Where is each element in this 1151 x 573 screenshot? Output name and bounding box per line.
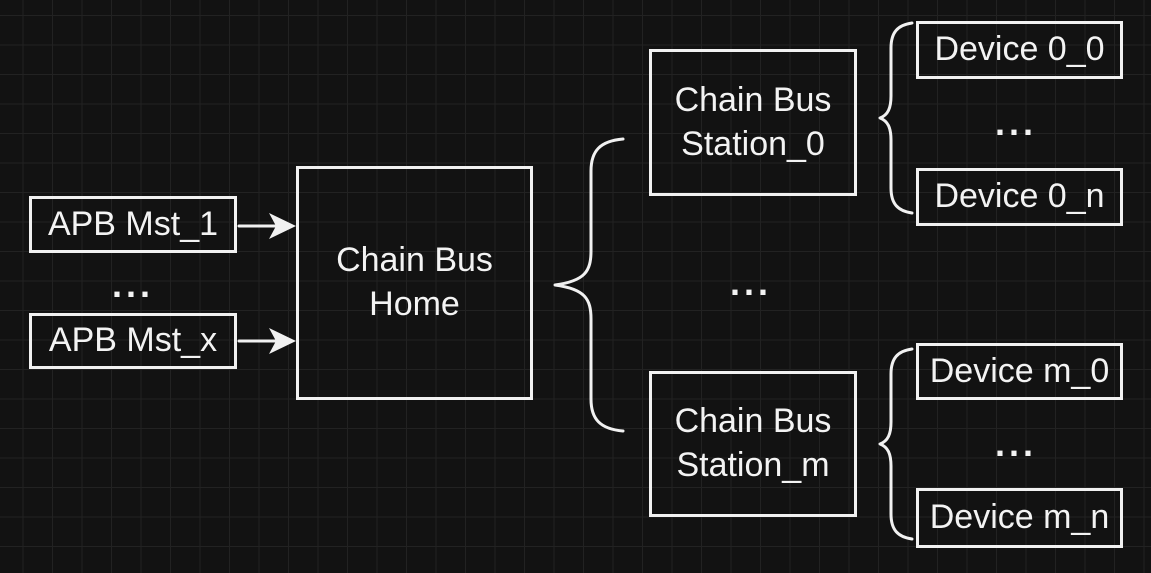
node-device-0-n: Device 0_n [916,168,1123,226]
curly-brace-icon [878,21,914,215]
node-device-m-0: Device m_0 [916,343,1123,400]
masters-ellipsis: ... [111,264,154,305]
arrow-right-icon [237,213,296,239]
node-apb-mst-1: APB Mst_1 [29,196,237,253]
node-device-m-n: Device m_n [916,488,1123,548]
devices-0-ellipsis: ... [994,102,1037,143]
node-chain-bus-home: Chain Bus Home [296,166,533,400]
curly-brace-icon [878,347,914,541]
stations-ellipsis: ... [729,262,772,303]
curly-brace-icon [553,137,625,433]
node-apb-mst-x: APB Mst_x [29,313,237,369]
node-chain-bus-station-0: Chain Bus Station_0 [649,49,857,196]
arrow-right-icon [237,328,296,354]
devices-m-ellipsis: ... [994,423,1037,464]
node-chain-bus-station-m: Chain Bus Station_m [649,371,857,517]
node-device-0-0: Device 0_0 [916,21,1123,79]
